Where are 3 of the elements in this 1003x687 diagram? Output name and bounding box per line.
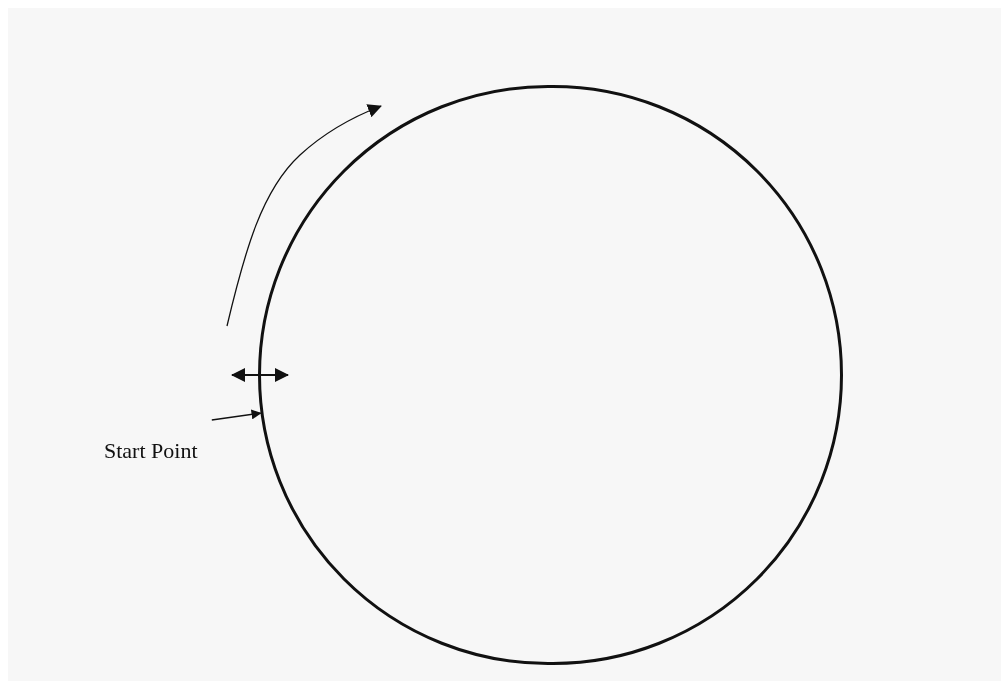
start-label: Start Point <box>104 437 199 465</box>
circle-outline <box>258 85 843 665</box>
leader-line <box>211 409 262 421</box>
